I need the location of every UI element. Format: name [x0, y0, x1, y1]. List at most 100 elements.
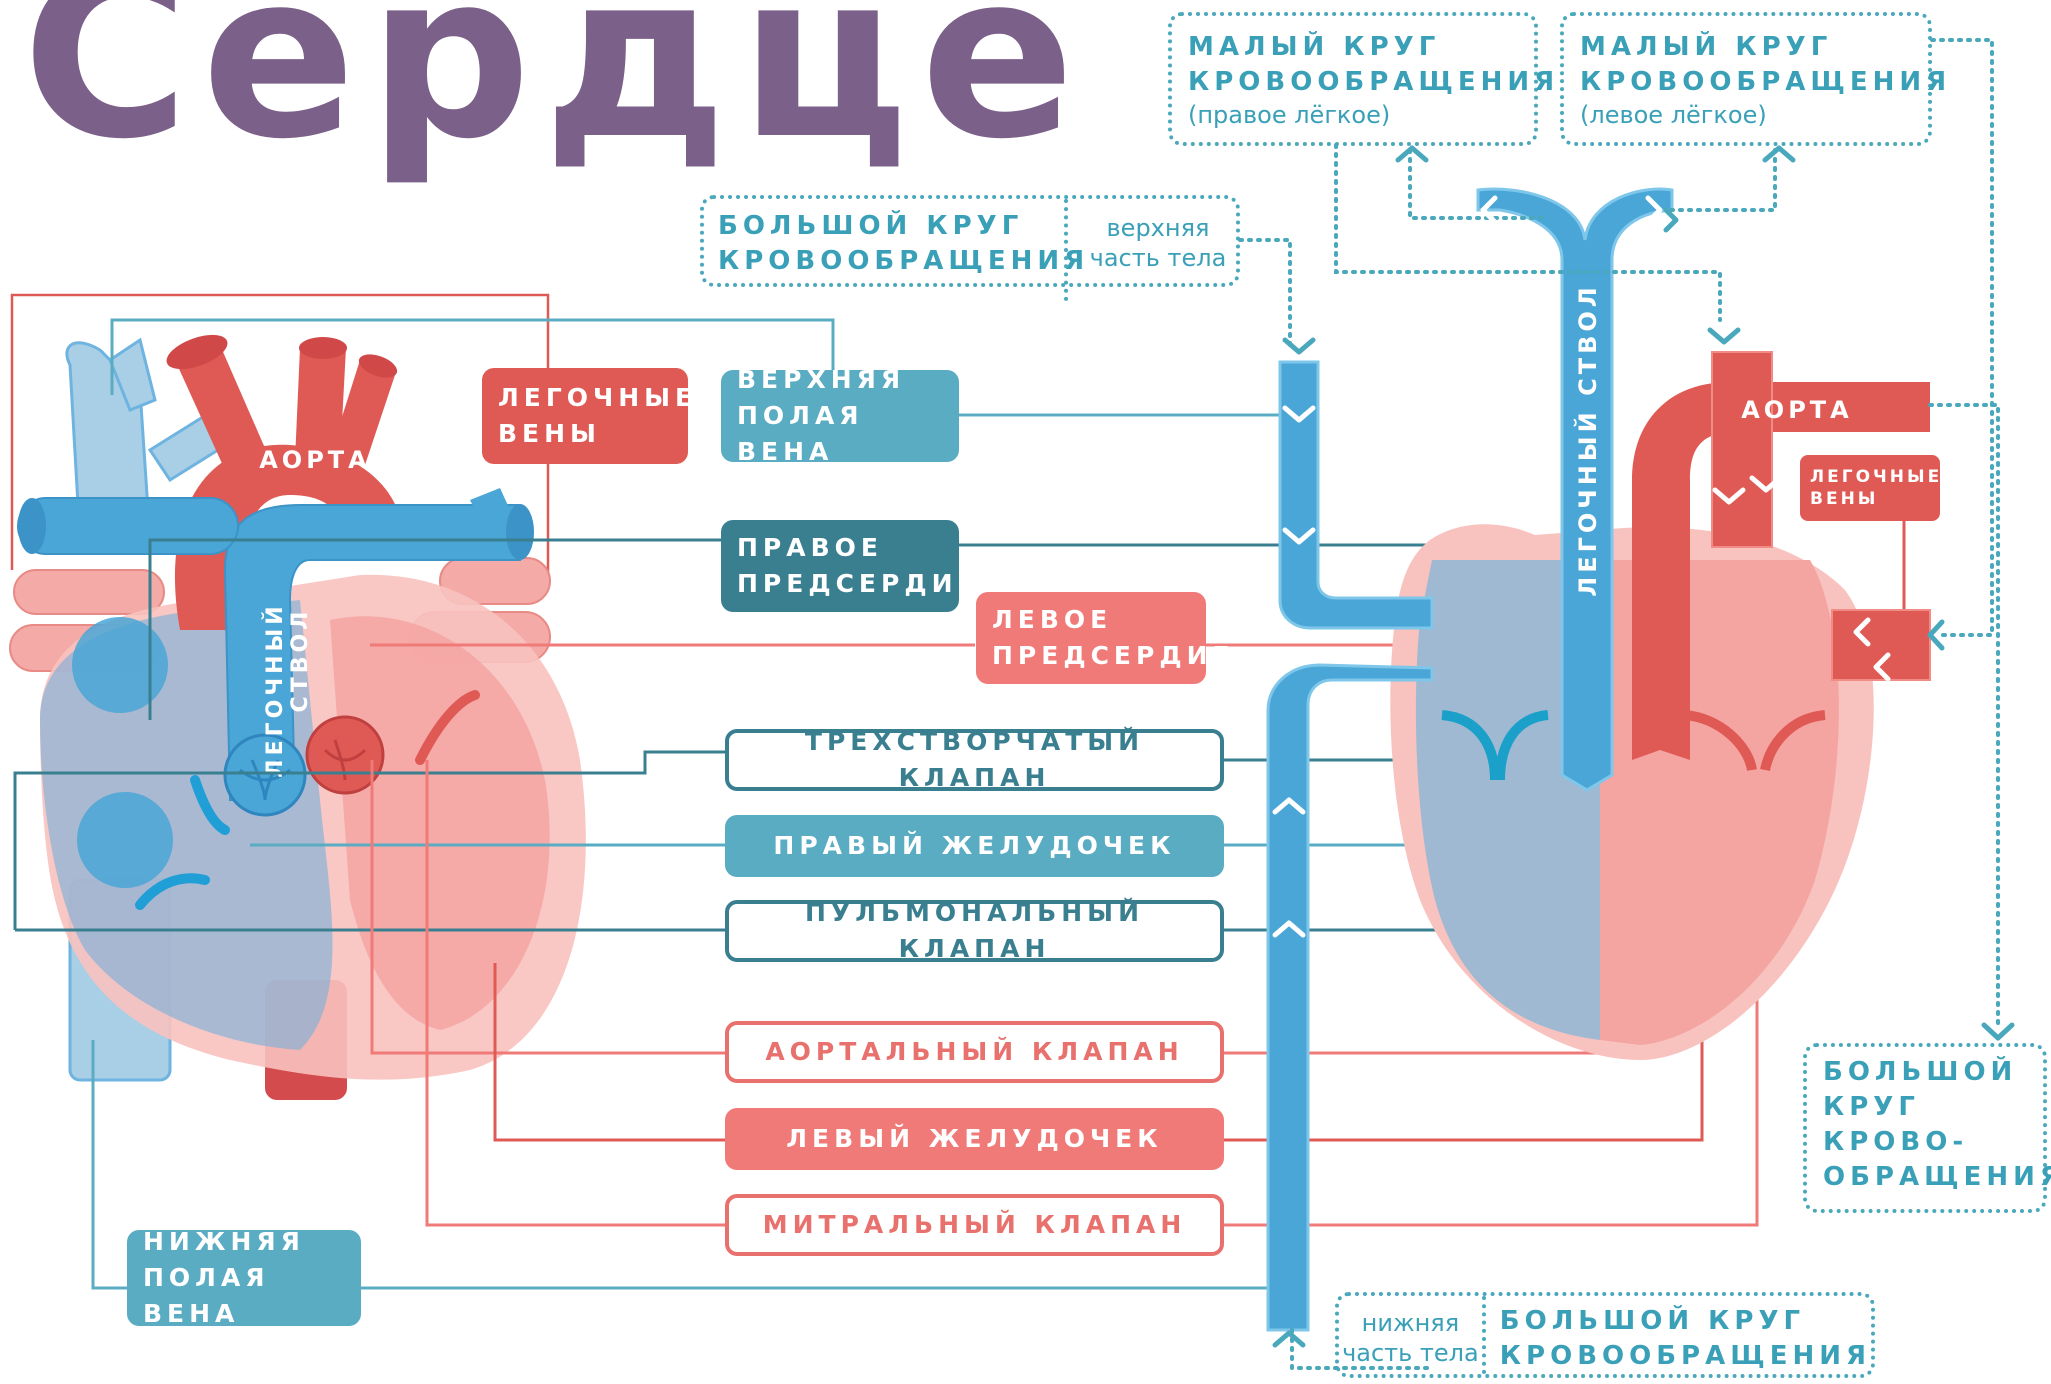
arrow-right-icon	[1645, 195, 1663, 225]
arrow-up-icon	[1272, 1330, 1306, 1348]
line-left-ventricle	[493, 963, 725, 1142]
path-aorta-to-body	[1928, 403, 2000, 1032]
label-left-ventricle-text: ЛЕВЫЙ ЖЕЛУДОЧЕК	[786, 1124, 1163, 1153]
schematic-inferior-vena-cava	[1266, 663, 1434, 1332]
schematic-aorta-label: АОРТА	[1741, 396, 1853, 424]
label-svc-line2: ПОЛАЯ ВЕНА	[737, 401, 864, 466]
schematic-pulmonary-trunk-label: ЛЕГОЧНЫЙ СТВОЛ	[1573, 283, 1602, 596]
aorta-branch-3-end	[358, 354, 398, 378]
schematic-pulmonary-trunk	[1476, 187, 1674, 792]
arrow-left-icon	[1927, 619, 1945, 651]
arrow-down-icon	[1981, 1022, 2015, 1041]
pulmonary-trunk-label-1: ЛЕГОЧНЫЙ	[262, 602, 288, 777]
arrow-down-icon	[1282, 337, 1316, 355]
callout-systemic-lower-body: нижняя часть тела БОЛЬШОЙ КРУГ КРОВООБРА…	[1335, 1292, 1875, 1378]
label-aortic-valve: АОРТАЛЬНЫЙ КЛАПАН	[725, 1021, 1224, 1083]
pulmonary-vein-left-upper	[13, 569, 165, 615]
label-right-atrium-line2: ПРЕДСЕРДИЕ	[737, 569, 980, 598]
arrow-right-icon	[1663, 207, 1679, 233]
label-svc-line1: ВЕРХНЯЯ	[737, 365, 906, 394]
aorta-branch-3	[330, 360, 395, 465]
schematic-pulmonary-veins-line2: ВЕНЫ	[1810, 489, 1879, 509]
aorta-branch-1	[175, 345, 268, 470]
label-aortic-valve-text: АОРТАЛЬНЫЙ КЛАПАН	[765, 1037, 1184, 1066]
path-left-lung-to-veins	[1930, 38, 1994, 637]
label-right-atrium-line1: ПРАВОЕ	[737, 533, 883, 562]
callout-pulmonary-right-line1: МАЛЫЙ КРУГ	[1188, 32, 1441, 62]
line-superior-vena-cava	[110, 318, 835, 395]
callout-systemic-upper-body: БОЛЬШОЙ КРУГ КРОВООБРАЩЕНИЯ верхняя част…	[700, 195, 1240, 301]
line-right-atrium	[148, 538, 723, 720]
path-left-lung-loop	[1662, 148, 1777, 212]
callout-pulmonary-right-sub: (правое лёгкое)	[1188, 101, 1391, 129]
aorta-branch-2-end	[299, 337, 347, 359]
circulation-dotted-paths	[1238, 38, 2000, 1370]
line-inferior-vena-cava	[91, 1040, 1285, 1290]
line-mitral-valve	[425, 760, 725, 1227]
callout-systemic-right-line2: КРУГ	[1823, 1092, 1920, 1122]
callout-systemic-lower-line2: КРОВООБРАЩЕНИЯ	[1499, 1341, 1871, 1371]
schematic-tricuspid-right	[1495, 710, 1549, 781]
pulmonary-artery-left	[17, 497, 239, 555]
callout-systemic-right: БОЛЬШОЙ КРУГ КРОВО- ОБРАЩЕНИЯ	[1803, 1043, 2051, 1213]
pulmonary-trunk-label-2: СТВОЛ	[288, 608, 313, 713]
callout-systemic-lower-line1: БОЛЬШОЙ КРУГ	[1499, 1306, 1806, 1336]
label-mitral-valve-text: МИТРАЛЬНЫЙ КЛАПАН	[762, 1210, 1187, 1239]
line-aortic-valve	[370, 760, 725, 1055]
aorta-branch-1-end	[166, 334, 228, 370]
line-svc-right	[958, 413, 1294, 420]
label-pulmonary-valve-text: ПУЛЬМОНАЛЬНЫЙ КЛАПАН	[805, 898, 1144, 963]
arrow-up-icon	[1272, 797, 1306, 815]
mitral-valve-shape	[415, 690, 480, 765]
schematic-right-side	[1415, 560, 1600, 1040]
tricuspid-valve-shape-2	[135, 873, 210, 910]
arrow-down-icon	[1707, 327, 1741, 345]
schematic-mitral-right	[1760, 710, 1826, 772]
pulmonary-artery-tip	[470, 488, 510, 520]
label-mitral-valve: МИТРАЛЬНЫЙ КЛАПАН	[725, 1194, 1224, 1256]
schematic-aorta	[1632, 382, 1930, 760]
label-right-ventricle-text: ПРАВЫЙ ЖЕЛУДОЧЕК	[773, 831, 1176, 860]
schematic-pulmonary-veins	[1711, 351, 1773, 548]
tricuspid-valve-shape	[190, 775, 230, 835]
label-right-ventricle: ПРАВЫЙ ЖЕЛУДОЧЕК	[725, 815, 1224, 877]
schematic-pulmonary-vein-in	[1831, 609, 1931, 681]
arrow-up-icon	[1762, 145, 1796, 163]
label-left-atrium-line2: ПРЕДСЕРДИЕ	[992, 641, 1235, 670]
anatomical-heart: АОРТА ЛЕГОЧНЫЙ СТВОЛ	[9, 293, 586, 1100]
path-upper-body-to-svc	[1238, 238, 1292, 347]
schematic-tricuspid-left	[1441, 710, 1500, 781]
arrow-down-icon	[1712, 487, 1746, 505]
label-tricuspid-valve: ТРЕХСТВОРЧАТЫЙ КЛАПАН	[725, 727, 1224, 792]
aorta-branch-2	[295, 348, 346, 460]
arrow-up-icon	[1395, 145, 1429, 163]
schematic-heart: АОРТА ЛЕГОЧНЫЙ СТВОЛ	[1266, 187, 1931, 1332]
path-lower-body-to-ivc	[1290, 1328, 1434, 1370]
schematic-pulmonary-veins-line1: ЛЕГОЧНЫЕ	[1810, 467, 1943, 487]
arrow-down-icon	[1749, 475, 1783, 493]
callout-systemic-right-line4: ОБРАЩЕНИЯ	[1823, 1162, 2051, 1192]
callout-pulmonary-right-lung: МАЛЫЙ КРУГ КРОВООБРАЩЕНИЯ (правое лёгкое…	[1168, 12, 1560, 146]
callout-systemic-right-line3: КРОВО-	[1823, 1127, 1969, 1157]
callout-systemic-upper-line2: КРОВООБРАЩЕНИЯ	[718, 246, 1090, 276]
callout-pulmonary-right-line2: КРОВООБРАЩЕНИЯ	[1188, 67, 1560, 97]
callout-systemic-upper-line1: БОЛЬШОЙ КРУГ	[718, 211, 1024, 241]
callout-systemic-lower-sub1: нижняя	[1361, 1309, 1460, 1337]
svc-branch	[108, 337, 157, 412]
callout-systemic-upper-sub2: часть тела	[1089, 244, 1227, 272]
label-left-atrium-line1: ЛЕВОЕ	[992, 605, 1113, 634]
callout-systemic-lower-sub2: часть тела	[1342, 1339, 1479, 1367]
label-ivc-line2: ПОЛАЯ ВЕНА	[143, 1263, 270, 1328]
left-ventricle-region	[330, 616, 550, 1030]
callout-pulmonary-left-line1: МАЛЫЙ КРУГ	[1580, 32, 1833, 62]
arrow-left-icon	[1853, 617, 1871, 647]
label-pulmonary-veins-line2: ВЕНЫ	[498, 419, 601, 448]
right-atrium-shape	[72, 617, 168, 713]
pulmonary-artery-end	[506, 504, 534, 560]
callout-pulmonary-left-lung: МАЛЫЙ КРУГ КРОВООБРАЩЕНИЯ (левое лёгкое)	[1560, 12, 1946, 146]
